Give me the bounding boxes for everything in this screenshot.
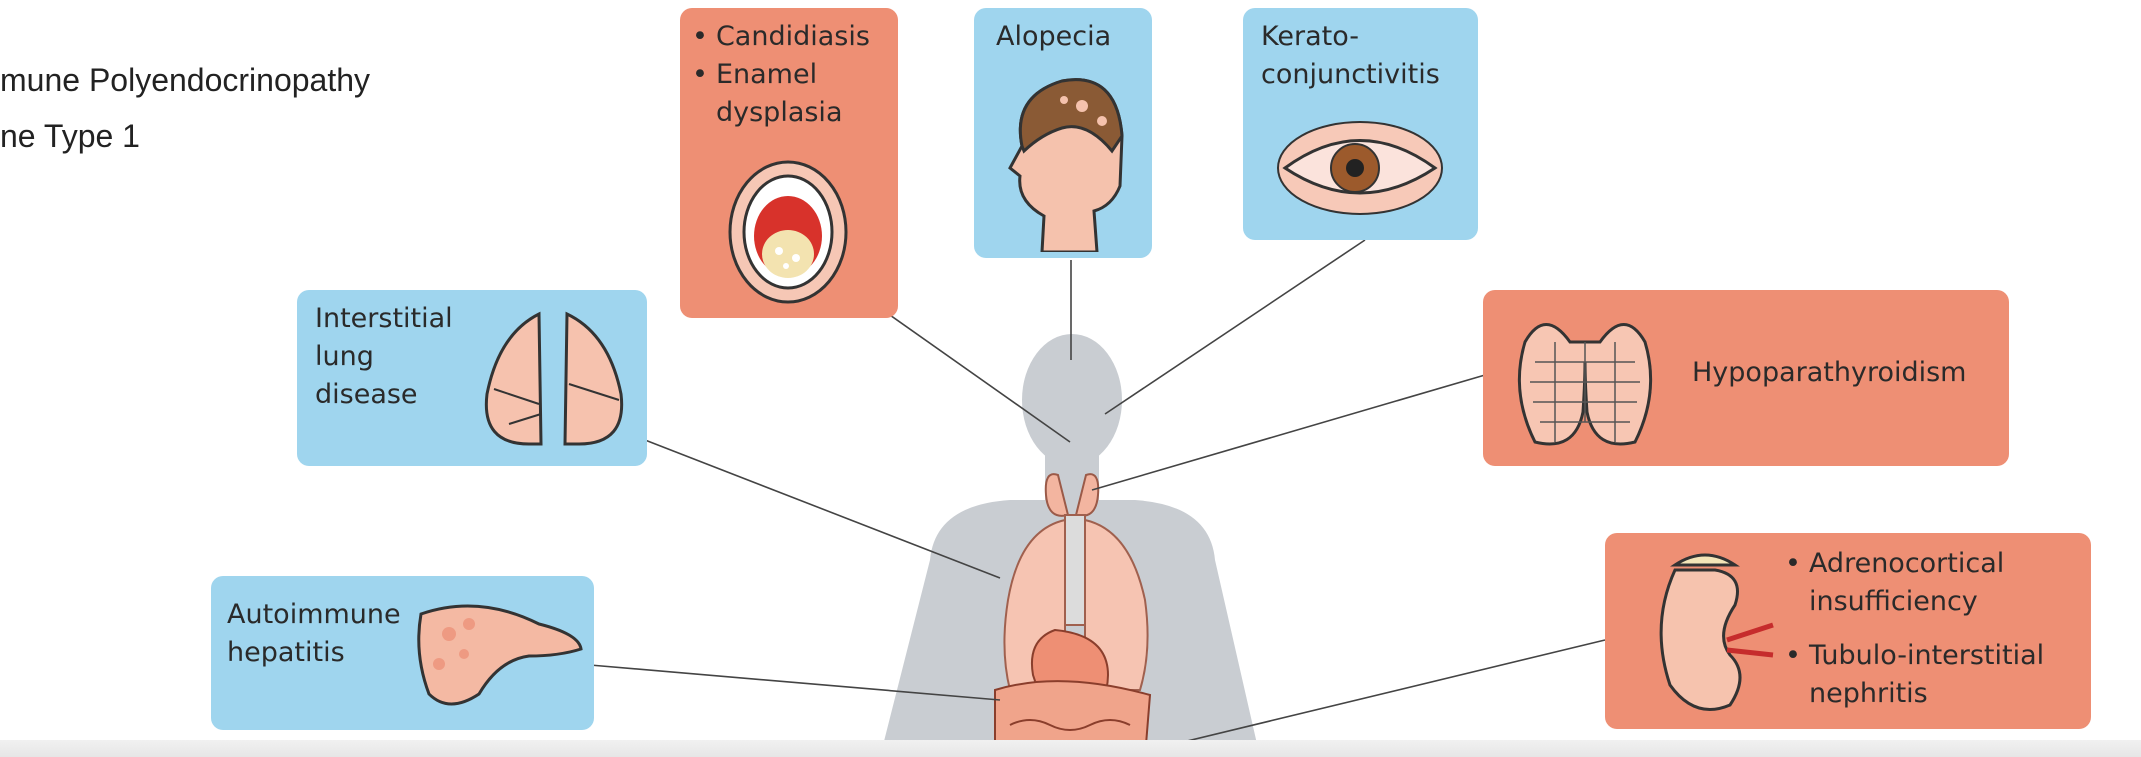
lung-line-2: lung: [315, 338, 374, 376]
kerato-line-1: Kerato-: [1261, 18, 1359, 56]
liver-icon: [409, 594, 587, 712]
enamel-item: •Enamel: [692, 56, 817, 94]
adrenal-kidney-box: •Adrenocortical insufficiency •Tubulo-in…: [1605, 533, 2091, 729]
lung-line-3: disease: [315, 376, 418, 414]
insufficiency-text: insufficiency: [1809, 583, 1978, 621]
eye-icon: [1275, 118, 1445, 218]
kerato-line-2: conjunctivitis: [1261, 56, 1440, 94]
tubulo-interstitial-item: •Tubulo-interstitial: [1785, 637, 2044, 675]
keratoconjunctivitis-box: Kerato- conjunctivitis: [1243, 8, 1478, 240]
nephritis-text: nephritis: [1809, 675, 1928, 713]
alopecia-box: Alopecia: [974, 8, 1152, 258]
adrenocortical-item: •Adrenocortical: [1785, 545, 2004, 583]
hypoparathyroidism-label: Hypoparathyroidism: [1692, 354, 1966, 392]
head-profile-icon: [1002, 66, 1132, 252]
thyroid-icon: [1505, 302, 1663, 454]
lung-line-1: Interstitial: [315, 300, 453, 338]
hepatitis-line-2: hepatitis: [227, 634, 345, 672]
interstitial-lung-disease-box: Interstitial lung disease: [297, 290, 647, 466]
open-mouth-icon: [724, 156, 852, 308]
candidiasis-box: •Candidiasis •Enamel dysplasia: [680, 8, 898, 318]
hepatitis-line-1: Autoimmune: [227, 596, 401, 634]
bottom-edge-fade: [0, 740, 2141, 757]
autoimmune-hepatitis-box: Autoimmune hepatitis: [211, 576, 594, 730]
dysplasia-text: dysplasia: [716, 94, 842, 132]
kidney-adrenal-icon: [1655, 545, 1775, 723]
candidiasis-item: •Candidiasis: [692, 18, 870, 56]
hypoparathyroidism-box: Hypoparathyroidism: [1483, 290, 2009, 466]
alopecia-label: Alopecia: [996, 18, 1111, 56]
lungs-icon: [469, 304, 637, 454]
